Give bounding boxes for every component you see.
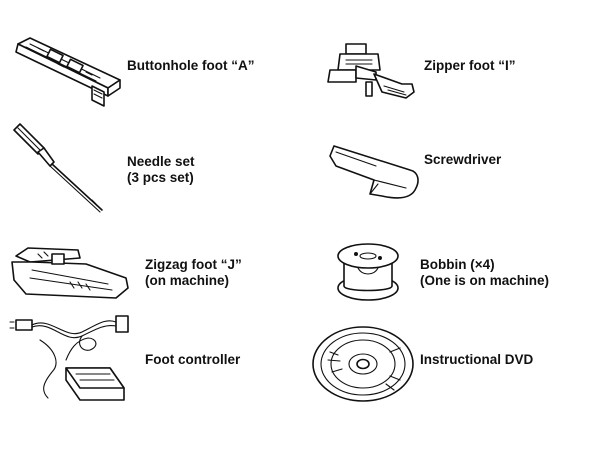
needle-icon <box>13 123 103 213</box>
accessory-label: Foot controller <box>145 352 241 367</box>
accessory-label: Zipper foot “I” <box>424 58 516 73</box>
accessory-label: Buttonhole foot “A” <box>127 58 255 73</box>
accessory-label: Bobbin (×4) (One is on machine) <box>420 257 550 288</box>
screwdriver-icon <box>329 145 419 199</box>
dvd-icon <box>312 326 414 402</box>
accessory-label: Zigzag foot “J” (on machine) <box>145 257 242 288</box>
buttonhole-foot-icon <box>15 37 121 107</box>
accessory-label: Screwdriver <box>424 152 502 167</box>
accessory-label: Needle set (3 pcs set) <box>127 154 195 185</box>
accessory-label: Instructional DVD <box>420 352 534 367</box>
bobbin-icon <box>337 243 399 301</box>
zipper-foot-icon <box>327 43 415 99</box>
zigzag-foot-icon <box>11 247 129 299</box>
foot-controller-icon <box>9 315 129 401</box>
